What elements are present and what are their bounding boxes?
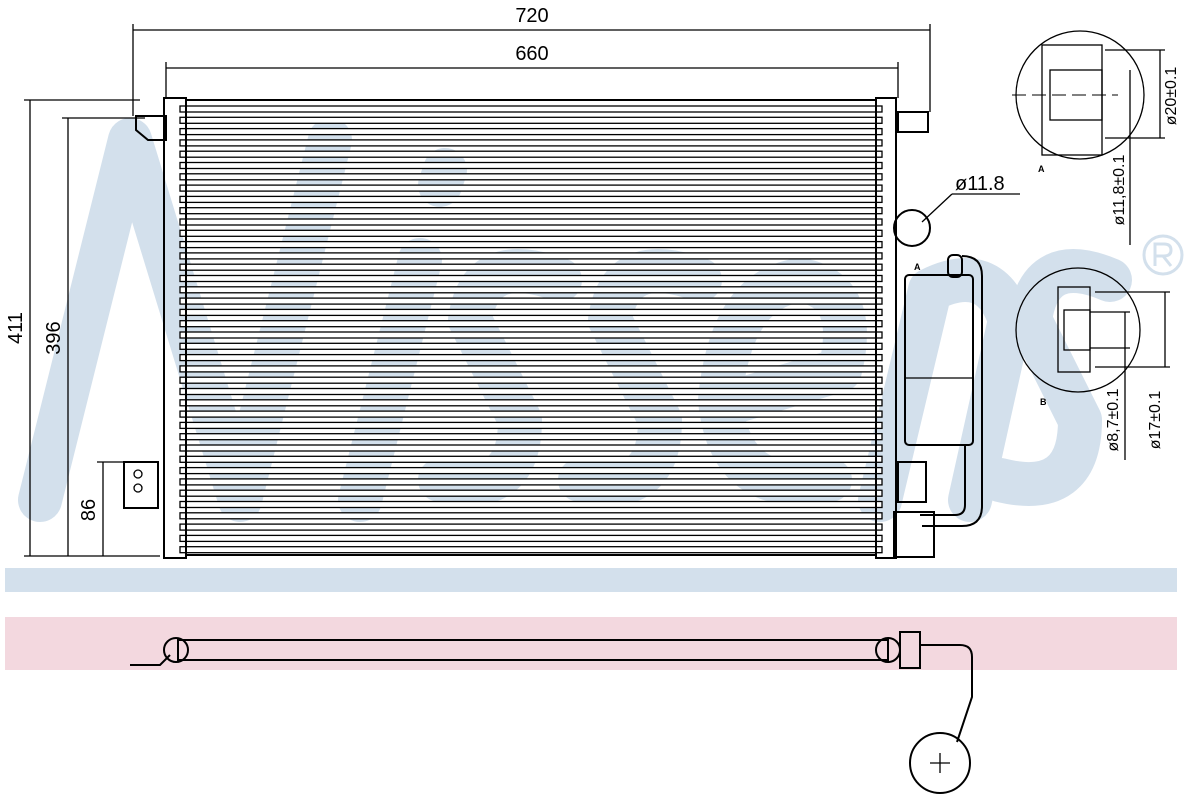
tube [179,252,883,260]
top-left-bracket [135,115,167,141]
logo-letter-s1 [418,249,582,506]
tube [179,365,883,373]
tube [179,116,883,124]
outlet-fitting [893,511,935,558]
detail-a-inner-dim: ø11,8±0.1 [1111,155,1128,226]
core-height-dim: 396 [43,321,65,354]
tube [179,478,883,486]
detail-a: A ø20±0.1 ø11,8±0.1 [1012,30,1180,245]
detail-b-outer-dim: ø17±0.1 [1147,391,1164,450]
tube [179,150,883,158]
tube [179,195,883,204]
tube [179,353,883,362]
bottom-left-bracket [123,461,159,509]
tube [179,410,883,418]
tube [179,105,883,113]
inlet-diameter-dim: ø11.8 [955,173,1005,195]
left-header-tank [163,97,187,559]
tube [179,173,883,181]
condenser-core [123,97,929,559]
detail-b-inner-dim: ø8,7±0.1 [1105,388,1122,451]
tube [179,229,883,237]
tube [179,139,883,147]
tube [179,433,883,441]
core-width-dim: 660 [515,43,548,65]
tube [179,274,883,283]
tube [179,320,883,328]
a-marker: A [914,262,921,272]
fitting-a [893,209,931,247]
right-header-tank [875,97,897,559]
tube [179,523,883,531]
top-right-bracket [897,111,929,133]
tube [179,489,883,497]
dimension-lines: 720 660 411 396 86 ø11.8 [5,5,1020,557]
tube [179,399,883,407]
tube [179,455,883,463]
tube [179,240,883,249]
tube [179,184,883,192]
tube [179,444,883,452]
bracket-height-dim: 86 [78,499,100,521]
tube [179,376,883,384]
tube [179,161,883,170]
tube [179,297,883,305]
tube [179,387,883,396]
logo-letter-s2 [558,249,722,506]
tube [179,207,883,215]
tube [179,466,883,475]
detail-b-label: B [1040,397,1047,407]
overall-width-dim: 720 [515,5,548,27]
tube [179,308,883,317]
tube [179,218,883,226]
logo-letter-s3 [978,249,1132,506]
tube [179,331,883,339]
drier-end-view [909,732,971,794]
tube [179,286,883,294]
overall-height-dim: 411 [5,312,27,344]
tube [179,263,883,271]
receiver-drier: A [893,209,983,558]
tube [179,500,883,509]
detail-b: B ø8,7±0.1 ø17±0.1 [1015,267,1170,460]
tube [179,342,883,350]
tube [179,512,883,520]
logo-letter-n2 [858,258,1032,522]
detail-a-label: A [1038,164,1045,174]
pink-band [5,617,1177,670]
tube [179,546,883,554]
blue-band [5,568,1177,592]
registered-mark-icon [1142,234,1184,276]
tube [179,127,883,136]
top-view [130,631,973,794]
tube [179,421,883,430]
detail-a-outer-dim: ø20±0.1 [1163,67,1180,126]
tube [179,534,883,543]
